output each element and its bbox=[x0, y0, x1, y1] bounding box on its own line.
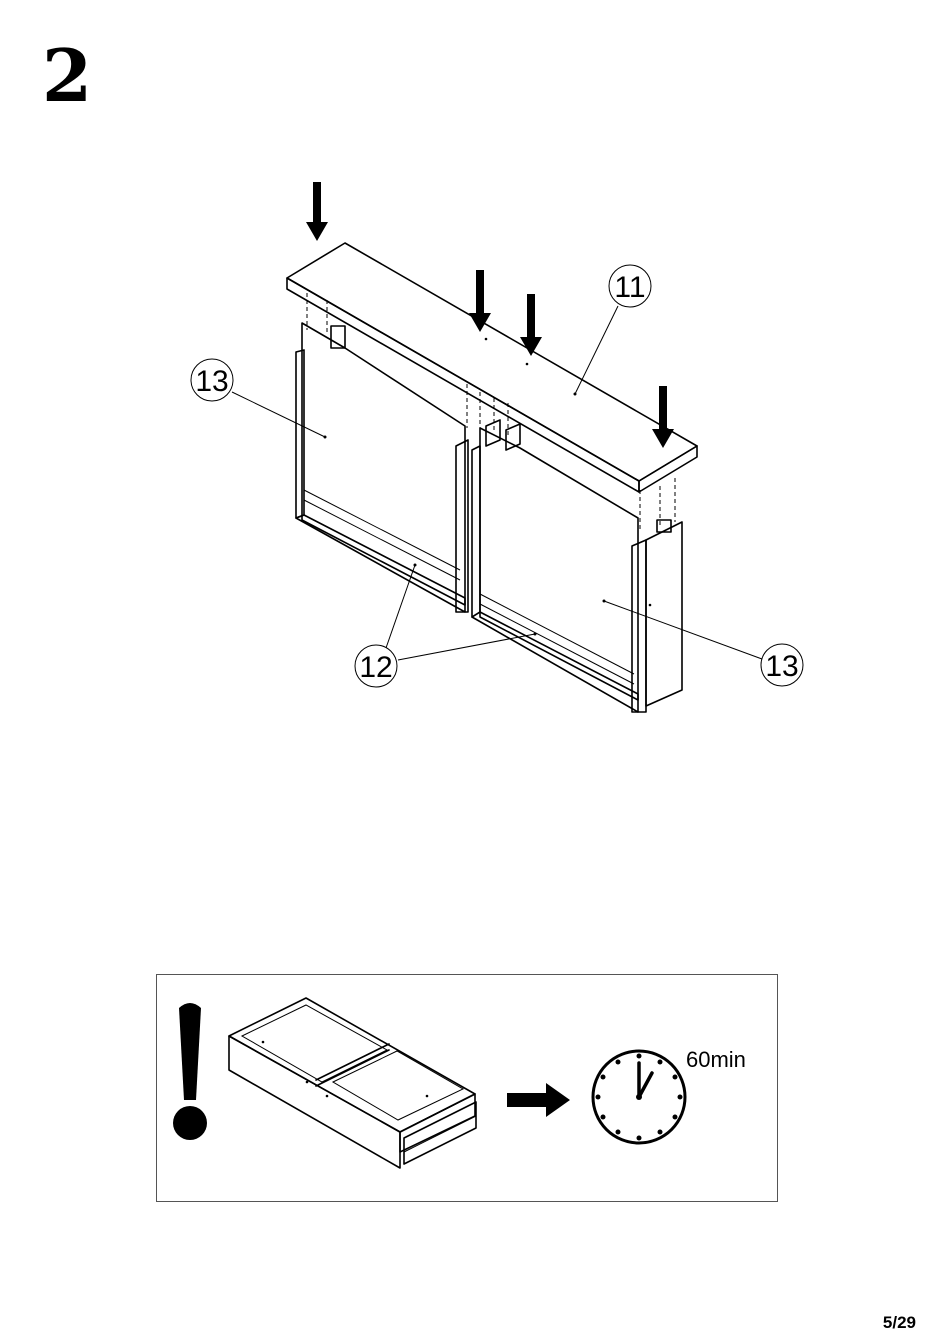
callout-11-label: 11 bbox=[614, 271, 645, 304]
callout-13-right-label: 13 bbox=[765, 650, 798, 683]
callout-12-label: 12 bbox=[359, 651, 392, 684]
callout-12: 12 bbox=[355, 645, 397, 687]
callout-13-left-label: 13 bbox=[195, 365, 228, 398]
push-arrows bbox=[306, 182, 674, 448]
callout-13-right: 13 bbox=[761, 644, 803, 686]
right-side-panel bbox=[472, 420, 682, 712]
callout-13-left: 13 bbox=[191, 359, 233, 401]
assembly-illustration: 11 13 12 13 bbox=[0, 0, 950, 960]
dowel-guides bbox=[307, 293, 675, 532]
callout-11: 11 bbox=[609, 265, 651, 307]
page-number: 5/29 bbox=[883, 1313, 916, 1333]
left-side-panel bbox=[296, 323, 468, 612]
notice-box bbox=[156, 974, 778, 1202]
